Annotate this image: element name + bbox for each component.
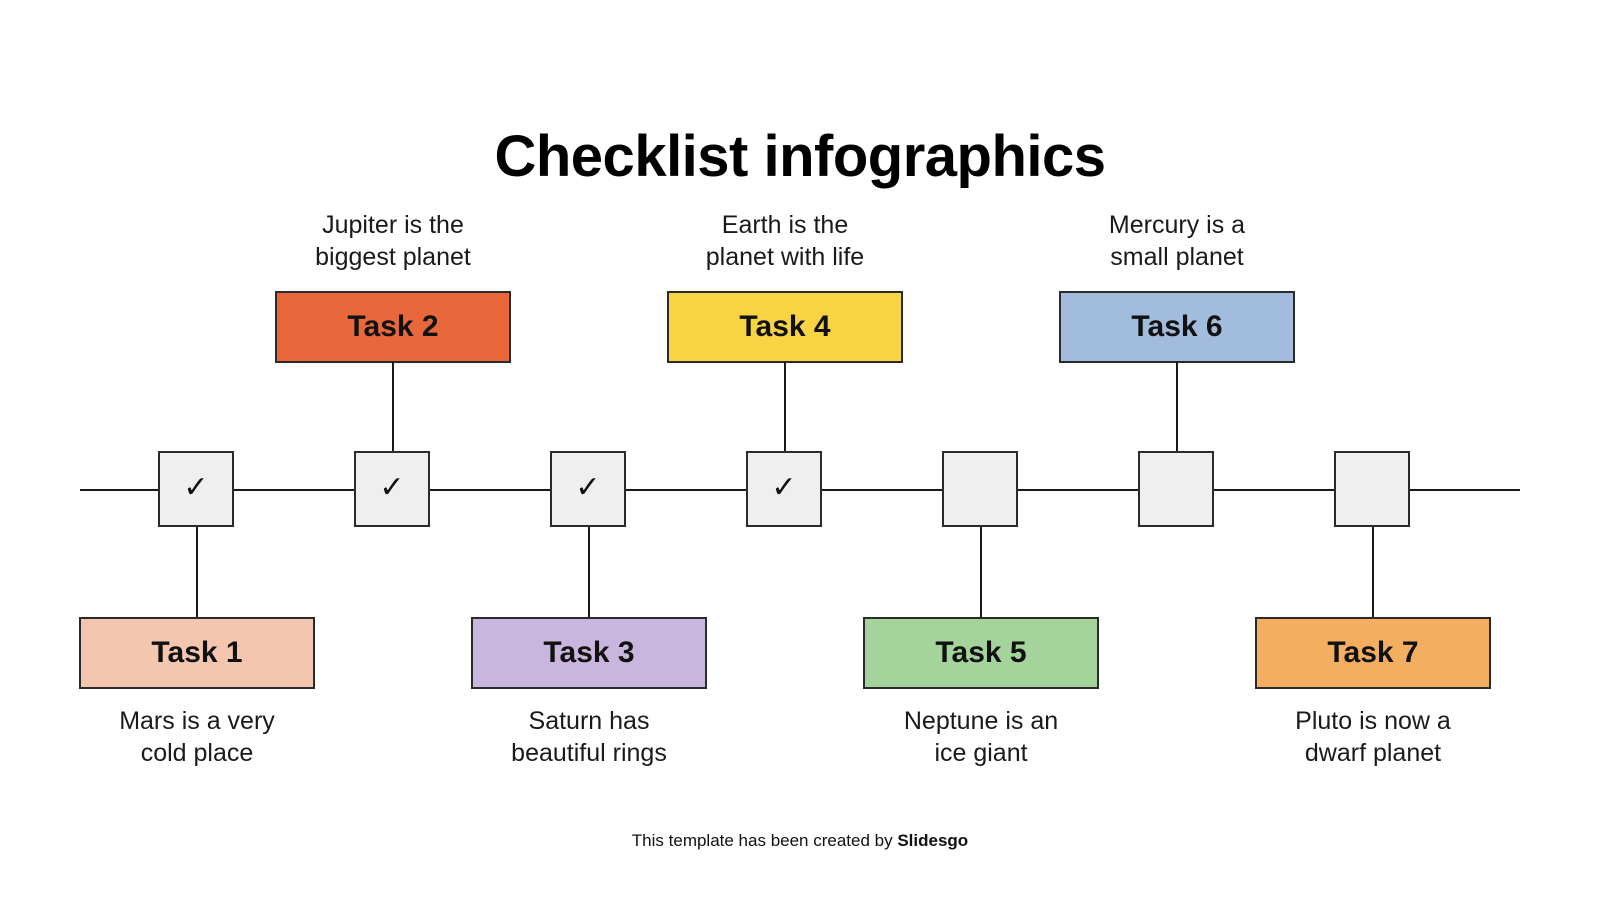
- task-1-box[interactable]: Task 1: [79, 617, 315, 689]
- task-2-box[interactable]: Task 2: [275, 291, 511, 363]
- task-4-checkbox[interactable]: ✓: [746, 451, 822, 527]
- task-1-checkbox[interactable]: ✓: [158, 451, 234, 527]
- task-4-box[interactable]: Task 4: [667, 291, 903, 363]
- slidesgo-brand: Slidesgo: [897, 831, 969, 850]
- task-5-box[interactable]: Task 5: [863, 617, 1099, 689]
- task-2-connector: [392, 362, 394, 453]
- task-6-checkbox[interactable]: ✓: [1138, 451, 1214, 527]
- task-7-box[interactable]: Task 7: [1255, 617, 1491, 689]
- task-7-checkbox[interactable]: ✓: [1334, 451, 1410, 527]
- task-5-connector: [980, 525, 982, 617]
- task-3-caption: Saturn has beautiful rings: [511, 707, 667, 767]
- task-2-checkbox[interactable]: ✓: [354, 451, 430, 527]
- task-4-caption: Earth is the planet with life: [705, 211, 865, 271]
- check-icon: ✓: [575, 470, 601, 505]
- check-icon: ✓: [771, 470, 797, 505]
- task-3-checkbox[interactable]: ✓: [550, 451, 626, 527]
- check-icon: ✓: [379, 470, 405, 505]
- footer-credit: This template has been created by Slides…: [0, 831, 1600, 851]
- check-icon: ✓: [183, 470, 209, 505]
- task-6-caption: Mercury is a small planet: [1108, 211, 1246, 271]
- task-3-box[interactable]: Task 3: [471, 617, 707, 689]
- task-7-caption: Pluto is now a dwarf planet: [1295, 707, 1451, 767]
- task-5-checkbox[interactable]: ✓: [942, 451, 1018, 527]
- footer-text: This template has been created by: [631, 831, 898, 850]
- task-2-caption: Jupiter is the biggest planet: [315, 211, 471, 271]
- task-4-connector: [784, 362, 786, 453]
- task-3-connector: [588, 525, 590, 617]
- task-7-connector: [1372, 525, 1374, 617]
- task-5-caption: Neptune is an ice giant: [903, 707, 1059, 767]
- task-6-box[interactable]: Task 6: [1059, 291, 1295, 363]
- task-6-connector: [1176, 362, 1178, 453]
- task-1-connector: [196, 525, 198, 617]
- page-title: Checklist infographics: [494, 123, 1106, 189]
- task-1-caption: Mars is a very cold place: [119, 707, 275, 767]
